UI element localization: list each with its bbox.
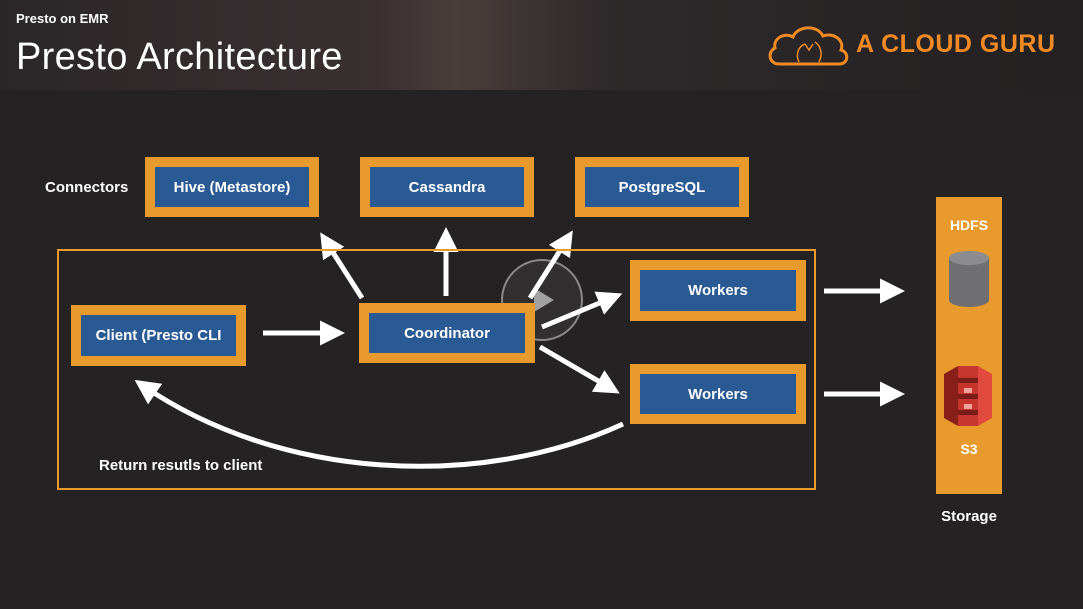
slide-title: Presto Architecture: [16, 36, 343, 78]
client-label: Client (Presto CLI: [95, 327, 222, 344]
cloud-logo-icon: [768, 26, 849, 66]
arrow-to-postgresql: [527, 230, 573, 300]
slide-subtitle: Presto on EMR: [16, 11, 109, 26]
workers-box-bottom: Workers: [630, 364, 806, 424]
arrow-to-workers-top: [541, 291, 623, 330]
presto-cluster-frame: [57, 249, 816, 490]
coordinator-box: Coordinator: [359, 303, 535, 363]
s3-bucket-icon: [944, 366, 992, 426]
header-bar: [0, 0, 1083, 90]
connector-hive-label: Hive (Metastore): [173, 178, 291, 196]
workers-label-top: Workers: [688, 282, 748, 299]
client-box: Client (Presto CLI: [71, 305, 246, 366]
arrow-return-to-client: [134, 379, 625, 469]
return-results-label: Return resutls to client: [99, 457, 263, 474]
workers-box-top: Workers: [630, 260, 806, 321]
connector-cassandra-label: Cassandra: [408, 178, 486, 196]
connector-postgresql-box: PostgreSQL: [575, 157, 749, 217]
connector-postgresql-label: PostgreSQL: [618, 178, 706, 196]
connectors-label: Connectors: [45, 179, 129, 196]
workers-label-bottom: Workers: [688, 385, 748, 403]
connector-cassandra-box: Cassandra: [360, 157, 534, 217]
storage-column: [936, 197, 1002, 494]
connector-hive-box: Hive (Metastore): [145, 157, 319, 217]
database-cylinder-icon: [949, 251, 989, 307]
coordinator-label: Coordinator: [404, 324, 490, 342]
play-icon: [534, 288, 554, 312]
s3-label: S3: [960, 441, 978, 457]
storage-label: Storage: [941, 508, 997, 525]
hdfs-label: HDFS: [949, 217, 989, 233]
brand-name: A CLOUD GURU: [856, 30, 1056, 58]
arrow-to-workers-bottom: [538, 344, 620, 394]
